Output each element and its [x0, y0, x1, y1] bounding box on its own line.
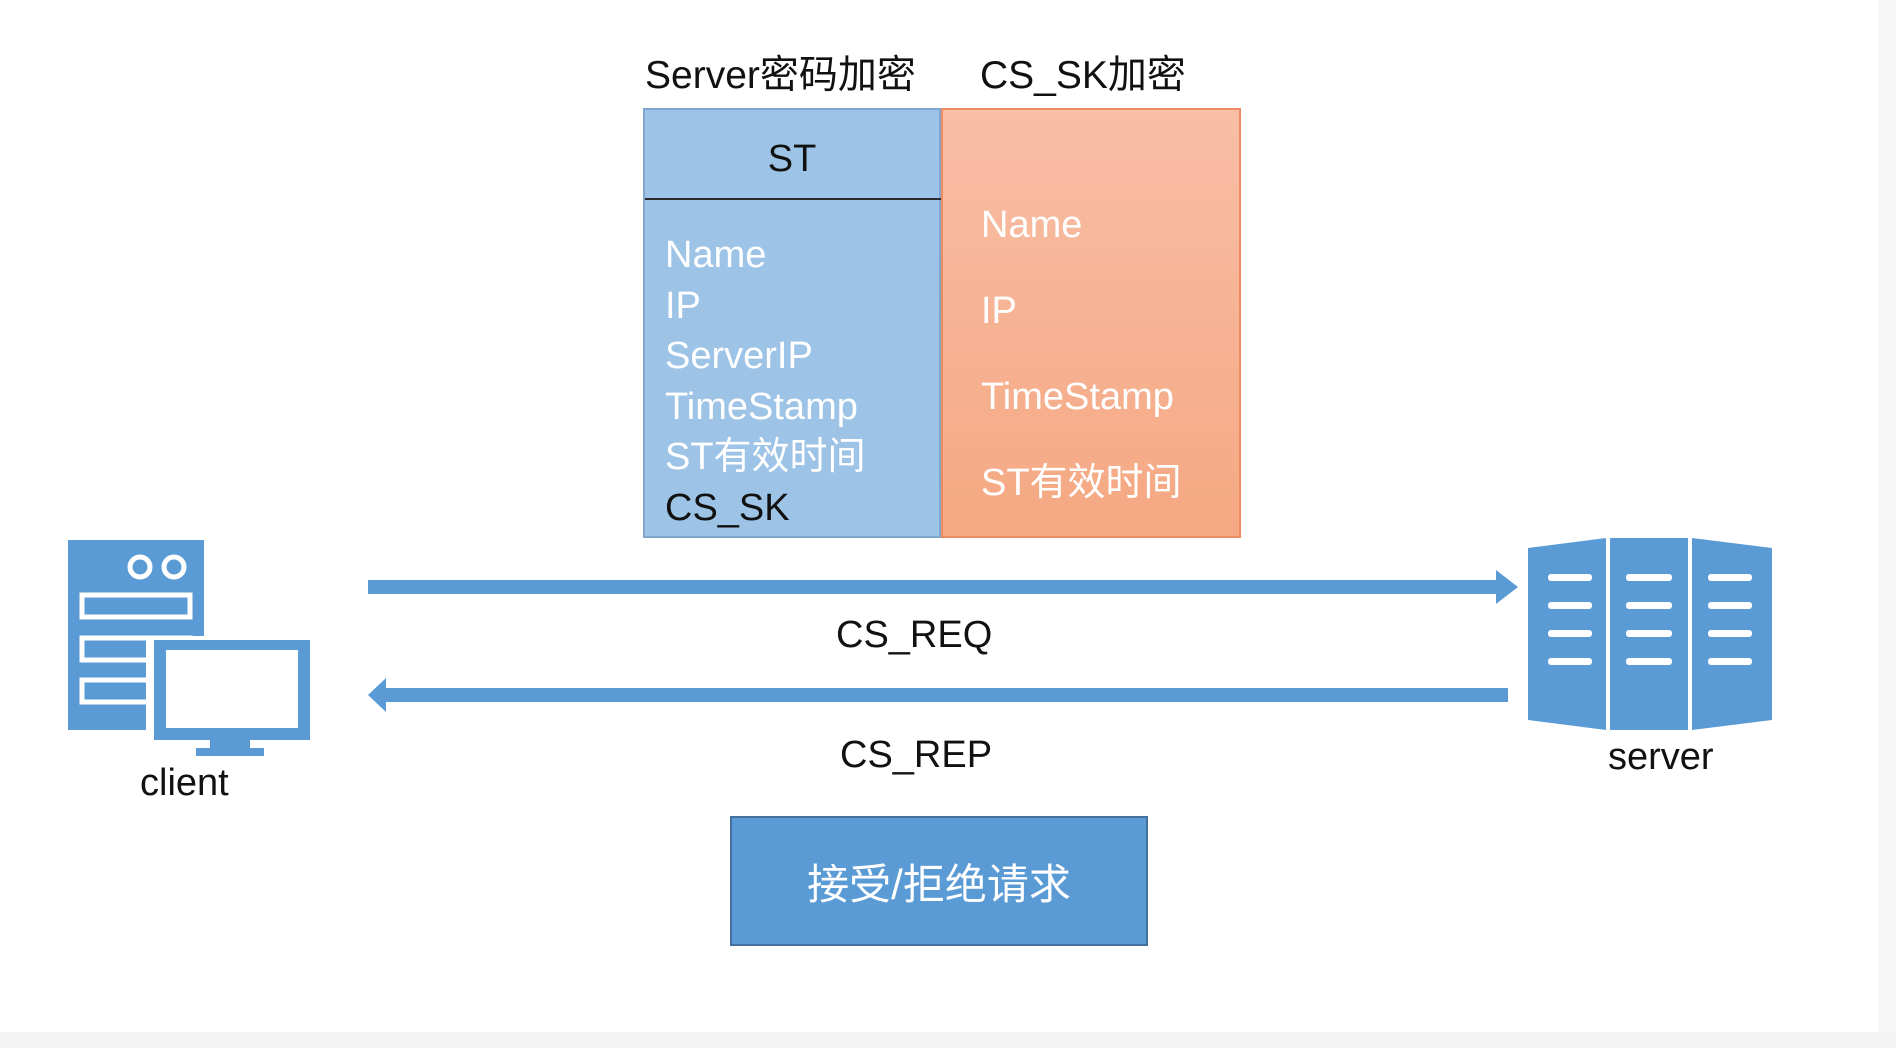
st-field: ST有效时间 — [665, 436, 866, 478]
st-title: ST — [767, 138, 817, 180]
cs-sk-authenticator-box: Name IP TimeStamp ST有效时间 — [941, 108, 1241, 538]
cs-sk-field: IP — [981, 290, 1017, 332]
server-label: server — [1608, 736, 1714, 778]
st-divider — [645, 198, 941, 200]
st-ticket-box: ST Name IP ServerIP TimeStamp ST有效时间 CS_… — [643, 108, 941, 538]
reply-arrow — [368, 678, 1508, 712]
cs-rep-label: CS_REP — [840, 734, 993, 776]
cs-sk-field-list: Name IP TimeStamp ST有效时间 — [981, 182, 1182, 526]
client-label: client — [140, 762, 229, 804]
cs-req-label: CS_REQ — [836, 614, 993, 656]
page-edge — [1878, 0, 1896, 1048]
cs-sk-encrypt-header: CS_SK加密 — [980, 54, 1186, 97]
server-encrypt-header: Server密码加密 — [645, 54, 916, 97]
cs-sk-field: Name — [981, 204, 1083, 246]
accept-reject-box: 接受/拒绝请求 — [730, 816, 1148, 946]
client-computer-icon — [68, 540, 312, 756]
cs-sk-field: ST有效时间 — [981, 462, 1182, 504]
st-field: Name — [665, 234, 767, 276]
st-field: ServerIP — [665, 335, 813, 377]
accept-reject-label: 接受/拒绝请求 — [807, 860, 1071, 908]
st-field: IP — [665, 284, 701, 327]
st-field-list: Name IP ServerIP TimeStamp ST有效时间 CS_SK — [665, 230, 866, 533]
server-rack-icon — [1528, 538, 1772, 730]
cs-sk-field: TimeStamp — [981, 376, 1174, 418]
request-arrow — [368, 570, 1518, 604]
st-field-cs-sk: CS_SK — [665, 486, 790, 529]
st-field: TimeStamp — [665, 385, 858, 428]
page-bottom-strip — [0, 1032, 1896, 1048]
